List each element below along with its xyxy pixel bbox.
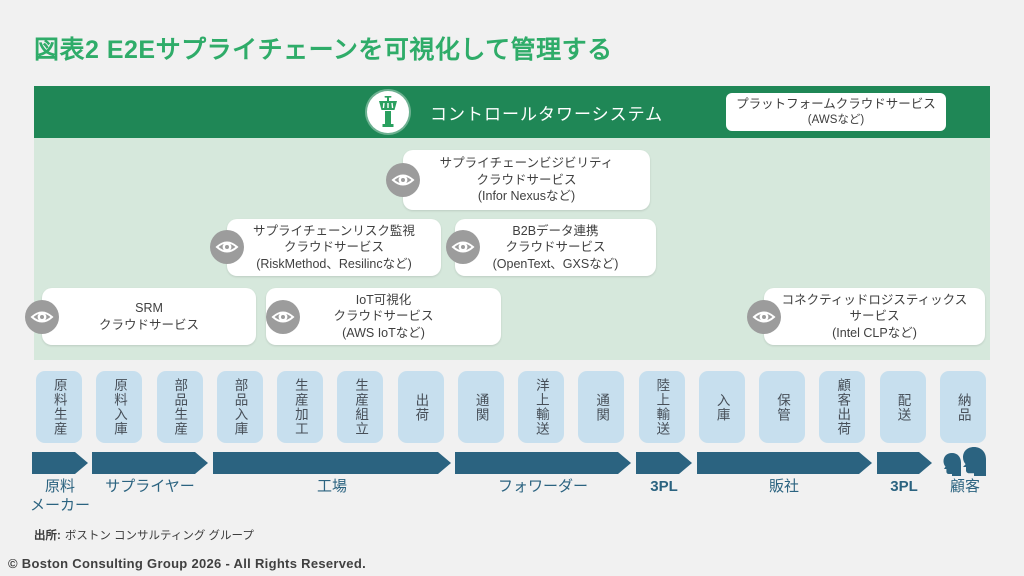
actor-label: 3PL (650, 478, 678, 495)
eye-icon (386, 163, 420, 197)
process-step: 生産加工 (277, 371, 324, 443)
eye-icon (210, 230, 244, 264)
actor-label: フォワーダー (497, 478, 589, 495)
copyright-line: © Boston Consulting Group 2026 - All Rig… (8, 556, 366, 571)
service-line: コネクティッドロジスティックス (781, 292, 968, 307)
control-tower-label: コントロールタワーシステム (430, 104, 664, 124)
service-line: クラウドサービス (505, 240, 606, 255)
actor-label: 販社 (768, 478, 800, 495)
platform-cloud-service-box: プラットフォームクラウドサービス (AWSなど) (726, 93, 946, 131)
actor-label: 3PL (890, 478, 918, 495)
eye-icon (446, 230, 480, 264)
service-line: サプライチェーンビジビリティ (439, 156, 614, 171)
process-step: 通関 (578, 371, 625, 443)
platform-cloud-service-vendor: (AWSなど) (807, 113, 865, 126)
service-line: (OpenText、GXSなど) (492, 256, 619, 271)
actor-label: 工場 (316, 478, 348, 495)
figure-title: 図表2 E2Eサプライチェーンを可視化して管理する (34, 36, 613, 64)
service-box-connected-logistics: コネクティッドロジスティックス サービス (Intel CLPなど) (764, 288, 985, 345)
service-line: (Infor Nexusなど) (477, 189, 576, 204)
eye-icon (747, 300, 781, 334)
service-box-srm: SRM クラウドサービス (42, 288, 256, 345)
people-icon (943, 447, 986, 476)
process-step: 顧客出荷 (819, 371, 866, 443)
service-box-risk-monitoring: サプライチェーンリスク監視 クラウドサービス (RiskMethod、Resil… (227, 219, 441, 276)
actor-arrow (877, 452, 932, 474)
service-line: クラウドサービス (333, 309, 434, 324)
service-line: B2Bデータ連携 (512, 223, 599, 238)
service-line: (AWS IoTなど) (342, 325, 425, 340)
service-line: (RiskMethod、Resilincなど) (256, 256, 412, 271)
service-line: クラウドサービス (283, 240, 384, 255)
process-step: 陸上輸送 (638, 371, 685, 443)
actor-arrow (636, 452, 692, 474)
process-step: 洋上輸送 (518, 371, 565, 443)
eye-icon (266, 300, 300, 334)
actor-arrow (455, 452, 631, 474)
actor-arrow (213, 452, 451, 474)
actor-label: サプライヤー (105, 478, 195, 495)
service-line: サプライチェーンリスク監視 (253, 223, 415, 238)
control-tower-icon (367, 91, 409, 133)
control-tower-bar: コントロールタワーシステム プラットフォームクラウドサービス (AWSなど) (34, 86, 990, 138)
source-text: ボストン コンサルティング グループ (64, 530, 254, 542)
process-step: 配送 (879, 371, 926, 443)
actor-arrow (92, 452, 208, 474)
actor-arrow (697, 452, 872, 474)
process-step: 納品 (939, 371, 986, 443)
process-step: 通関 (457, 371, 504, 443)
process-step: 部品生産 (156, 371, 203, 443)
process-step: 部品入庫 (216, 371, 263, 443)
platform-cloud-service-name: プラットフォームクラウドサービス (736, 97, 936, 111)
actor-arrow (32, 452, 88, 474)
process-step: 生産組立 (337, 371, 384, 443)
process-step: 保管 (759, 371, 806, 443)
actor-label: 原料 メーカー (29, 478, 91, 514)
service-line: クラウドサービス (476, 172, 577, 187)
process-steps-row: 原料生産 原料入庫 部品生産 部品入庫 生産加工 生産組立 出荷 通関 洋上輸送… (36, 371, 986, 443)
service-line: サービス (849, 309, 900, 324)
process-step: 入庫 (698, 371, 745, 443)
service-box-b2b-data-integration: B2Bデータ連携 クラウドサービス (OpenText、GXSなど) (455, 219, 656, 276)
source-line: 出所:ボストン コンサルティング グループ (34, 527, 254, 543)
service-line: クラウドサービス (98, 317, 199, 332)
process-step: 原料入庫 (96, 371, 143, 443)
source-label: 出所: (34, 530, 61, 542)
service-line: SRM (135, 301, 163, 315)
actor-label: 顧客 (949, 478, 981, 495)
service-line: IoT可視化 (355, 292, 412, 307)
service-box-iot-visualization: IoT可視化 クラウドサービス (AWS IoTなど) (266, 288, 501, 345)
eye-icon (25, 300, 59, 334)
service-box-supply-chain-visibility: サプライチェーンビジビリティ クラウドサービス (Infor Nexusなど) (403, 150, 650, 210)
service-line: (Intel CLPなど) (832, 325, 917, 340)
process-step: 出荷 (397, 371, 444, 443)
process-step: 原料生産 (36, 371, 82, 443)
